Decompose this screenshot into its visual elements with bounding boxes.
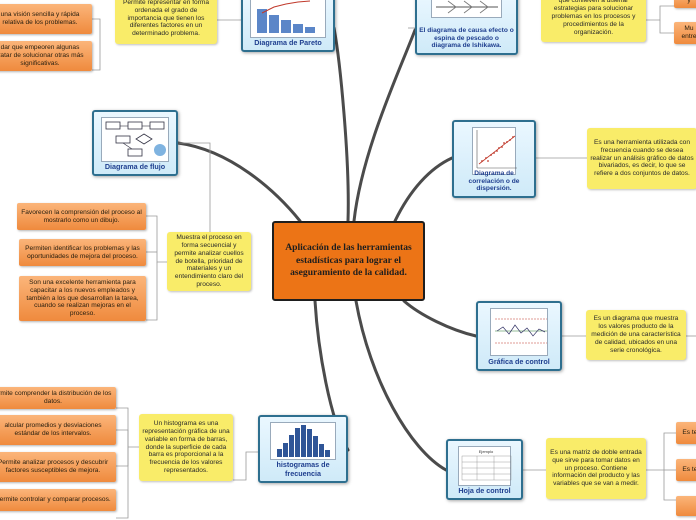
histogram-thumbnail-icon bbox=[270, 422, 336, 460]
control-label: Gráfica de control bbox=[488, 356, 550, 366]
tally-sheet-thumbnail-icon: Ejemplo bbox=[458, 446, 512, 486]
hoja-detail-1: Es ter bbox=[676, 422, 696, 444]
control-lines-icon bbox=[495, 318, 547, 344]
flowchart-shapes-icon bbox=[105, 121, 166, 157]
hoja-detail-2: Es ter bbox=[676, 459, 696, 481]
ishikawa-label: El diagrama de causa efecto o espina de … bbox=[419, 27, 514, 50]
histograma-description: Un histograma es una representación gráf… bbox=[139, 414, 233, 481]
pareto-detail-1: una visión sencilla y rápida relativa de… bbox=[0, 4, 92, 34]
flujo-detail-3: Son una excelente herramienta para capac… bbox=[19, 276, 146, 321]
correlacion-label: Diagrama de correlación o de dispersión. bbox=[468, 170, 520, 193]
hoja-detail-3 bbox=[676, 496, 696, 516]
scatter-plot-thumbnail-icon bbox=[472, 127, 517, 175]
flujo-card[interactable]: Diagrama de flujo bbox=[92, 110, 178, 176]
hoja-card[interactable]: Ejemplo Hoja de control bbox=[446, 439, 523, 500]
flujo-detail-1: Favorecen la comprensión del proceso al … bbox=[17, 203, 146, 230]
pareto-card[interactable]: Diagrama de Pareto bbox=[241, 0, 335, 52]
fishbone-lines-icon bbox=[436, 0, 498, 14]
flujo-detail-2: Permiten identificar los problemas y las… bbox=[19, 239, 146, 266]
ishikawa-detail-2: Mu entre bbox=[674, 22, 696, 44]
correlacion-description: Es una herramienta utilizada con frecuen… bbox=[587, 128, 696, 189]
histograma-label: histogramas de frecuencia bbox=[276, 460, 330, 478]
bar-chart-thumbnail-icon bbox=[250, 0, 326, 38]
histogram-bars-icon bbox=[277, 425, 330, 457]
central-topic[interactable]: Aplicación de las herramientas estadísti… bbox=[272, 221, 425, 301]
control-chart-thumbnail-icon bbox=[490, 308, 548, 356]
fishbone-thumbnail-icon bbox=[431, 0, 502, 18]
pareto-bars-icon bbox=[257, 0, 315, 33]
pareto-detail-2: dar que empeoren algunas tratar de soluc… bbox=[0, 41, 92, 71]
histograma-card[interactable]: histogramas de frecuencia bbox=[258, 415, 348, 483]
control-description: Es un diagrama que muestra los valores p… bbox=[586, 310, 686, 360]
hoja-label: Hoja de control bbox=[458, 485, 511, 495]
ishikawa-card[interactable]: El diagrama de causa efecto o espina de … bbox=[415, 0, 518, 55]
flowchart-thumbnail-icon bbox=[101, 117, 169, 162]
pareto-description: Permite representar en forma ordenada el… bbox=[115, 0, 217, 44]
histograma-detail-1: ermite comprender la distribución de los… bbox=[0, 387, 116, 409]
sheet-title: Ejemplo bbox=[479, 449, 494, 454]
histograma-detail-2: alcular promedios y desviaciones estánda… bbox=[0, 415, 116, 445]
flujo-description: Muestra el proceso en forma secuencial y… bbox=[167, 232, 251, 291]
histograma-detail-3: Permite analizar procesos y descubrir fa… bbox=[0, 452, 116, 482]
correlacion-card[interactable]: Diagrama de correlación o de dispersión. bbox=[452, 120, 536, 198]
pareto-label: Diagrama de Pareto bbox=[254, 37, 322, 47]
ishikawa-detail-1: y bbox=[674, 0, 696, 8]
histograma-detail-4: Permite controlar y comparar procesos. bbox=[0, 489, 116, 511]
tally-grid-icon: Ejemplo bbox=[461, 449, 512, 481]
control-card[interactable]: Gráfica de control bbox=[476, 301, 562, 371]
ishikawa-description: que conlleven a diseñar estrategias para… bbox=[541, 0, 646, 42]
hoja-description: Es una matriz de doble entrada que sirve… bbox=[546, 438, 646, 499]
flujo-label: Diagrama de flujo bbox=[104, 161, 166, 171]
scatter-points-icon bbox=[476, 130, 517, 169]
